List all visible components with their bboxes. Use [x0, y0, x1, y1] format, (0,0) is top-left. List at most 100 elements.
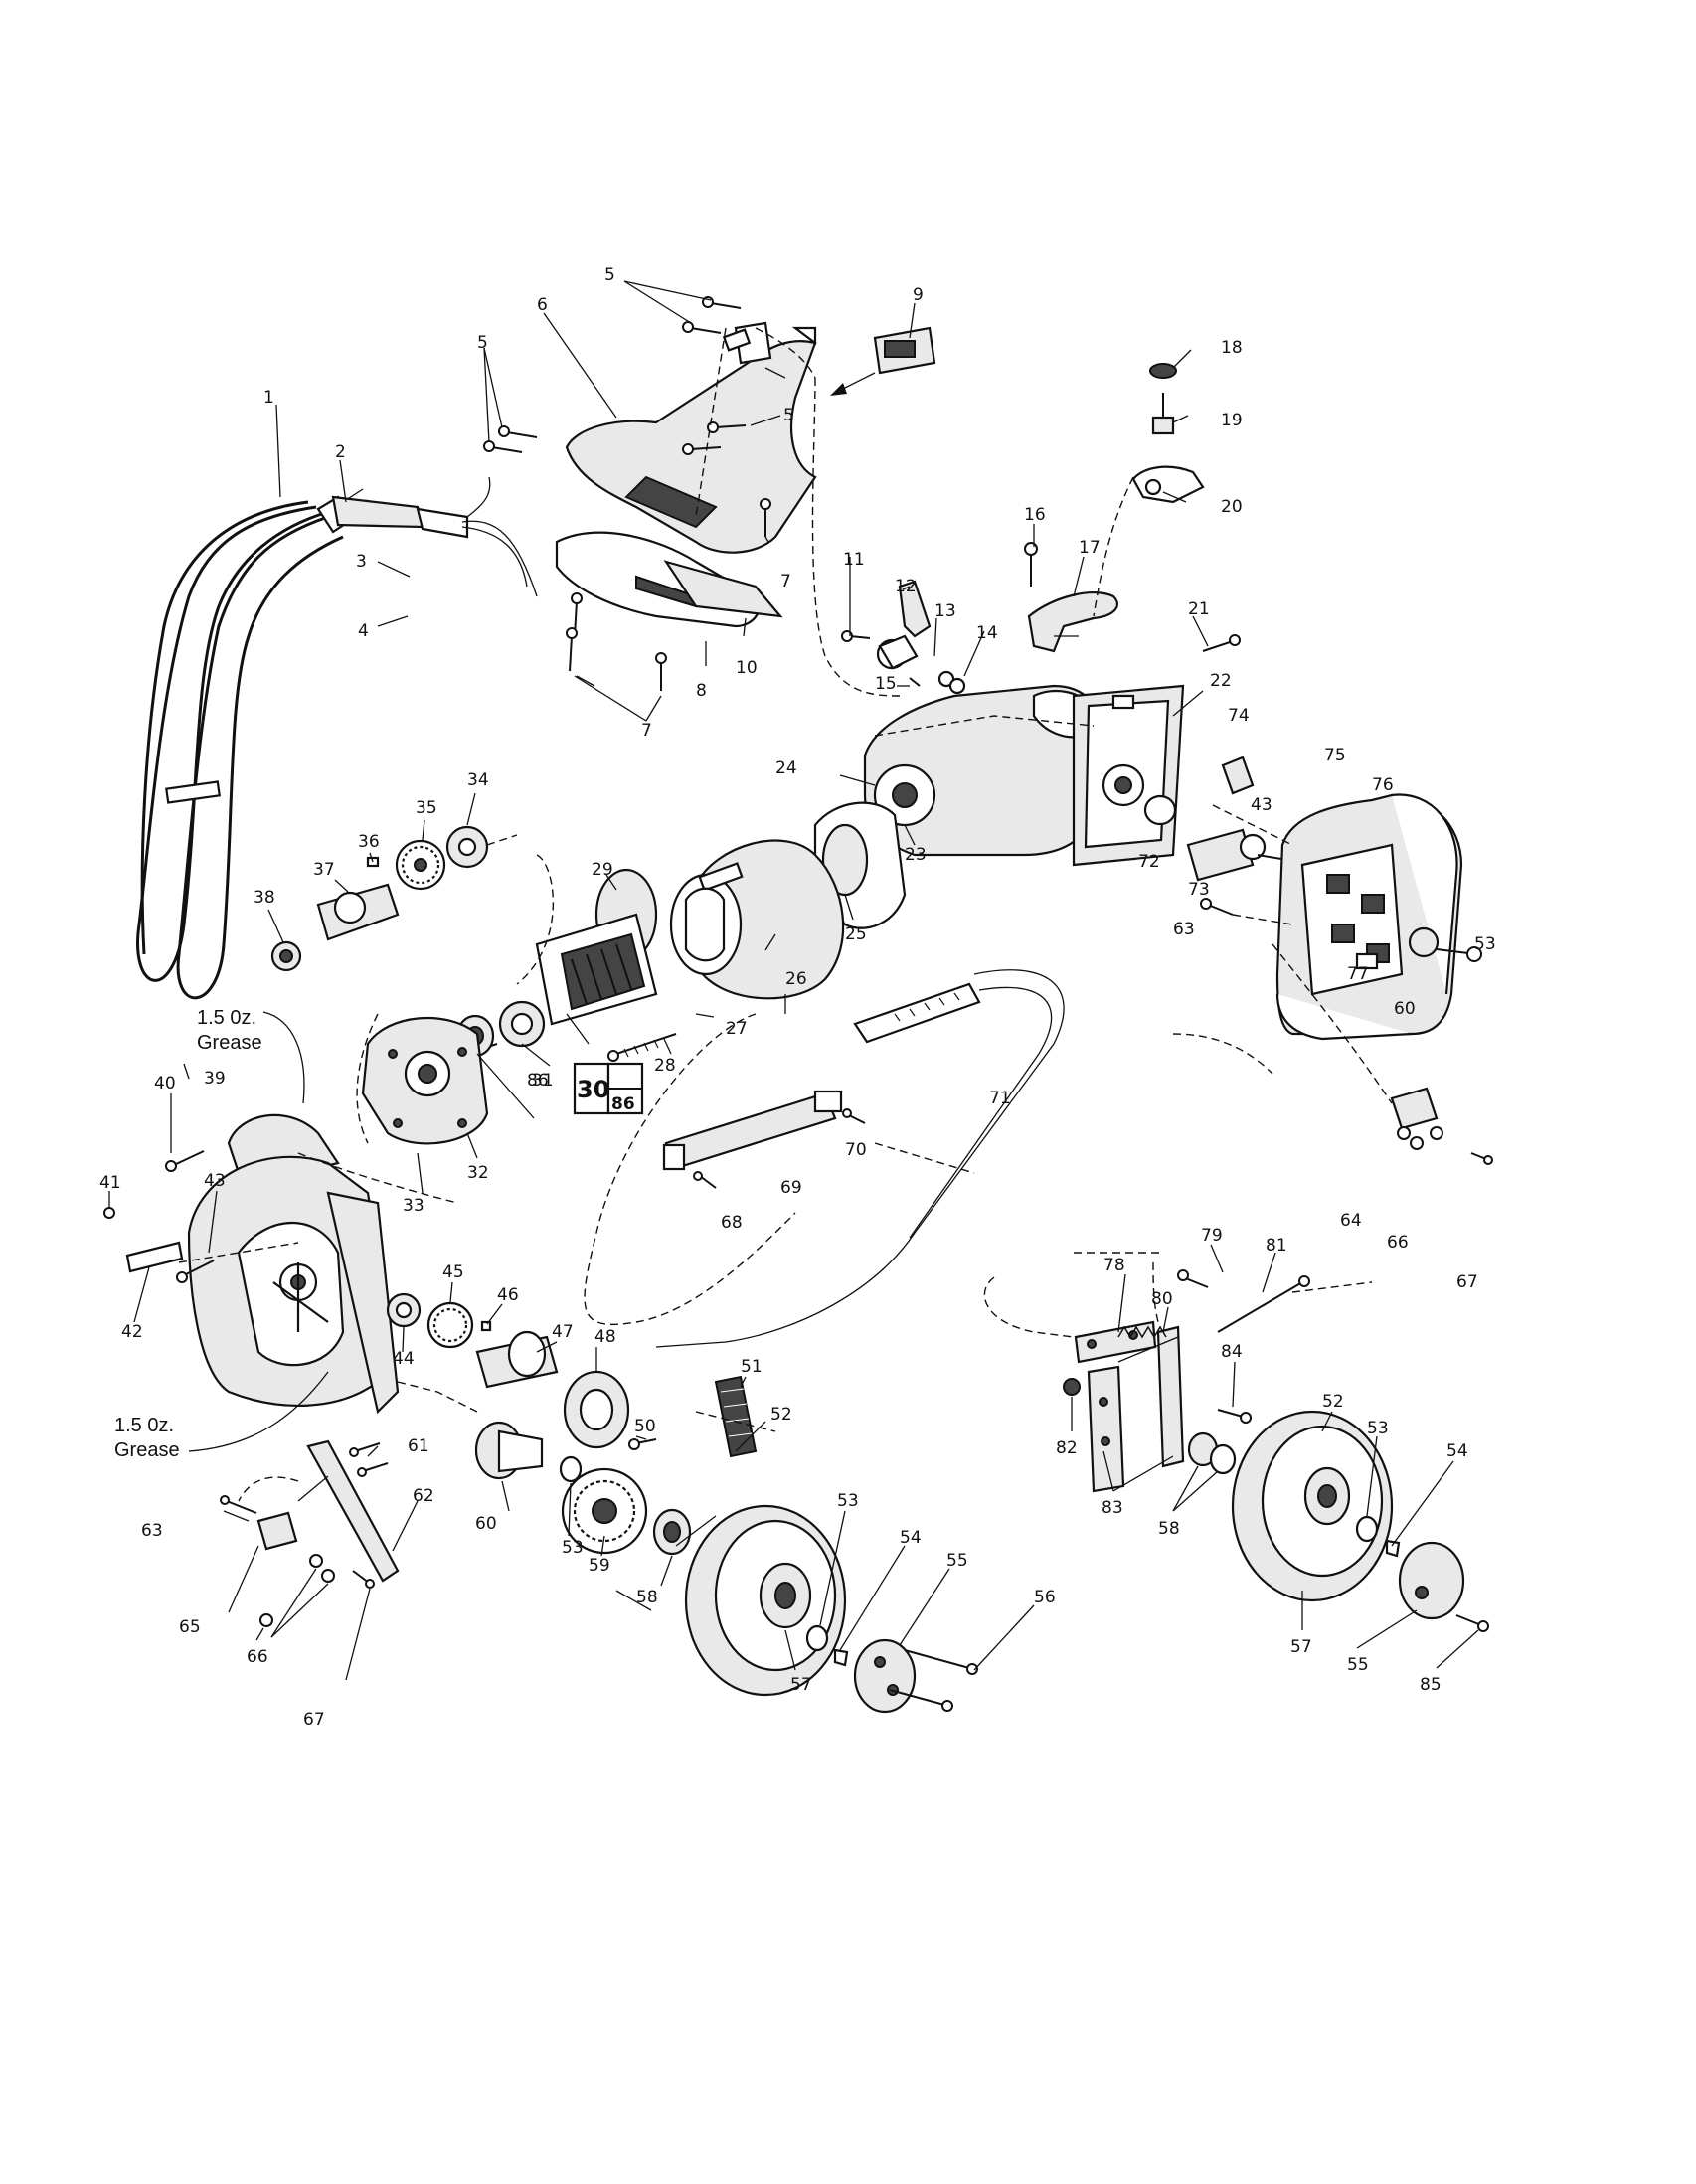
label-19: 19	[1221, 411, 1243, 430]
label-31: 31	[532, 1071, 554, 1091]
drive-gear-train	[386, 1292, 758, 1458]
bearing-plate	[361, 1014, 495, 1145]
label-46: 46	[497, 1285, 519, 1305]
label-65: 65	[179, 1617, 201, 1637]
boxed-label-top: 30	[577, 1076, 609, 1103]
label-10: 10	[736, 658, 758, 678]
handle-screws	[483, 296, 771, 691]
label-54-left: 54	[900, 1528, 922, 1548]
direction-arrow	[830, 372, 876, 396]
label-53-mid: 53	[837, 1491, 859, 1511]
label-13: 13	[934, 601, 956, 621]
label-4: 4	[358, 621, 369, 641]
power-cord	[136, 476, 538, 1000]
label-64: 64	[1340, 1211, 1362, 1231]
label-53-right-top: 53	[1474, 934, 1496, 954]
label-63-left: 63	[141, 1521, 163, 1541]
label-5-right: 5	[783, 406, 794, 425]
label-59: 59	[589, 1556, 610, 1576]
label-21: 21	[1188, 599, 1210, 619]
label-34: 34	[467, 770, 489, 790]
label-82: 82	[1056, 1438, 1078, 1458]
label-29: 29	[592, 860, 613, 880]
label-23: 23	[905, 845, 927, 865]
label-83: 83	[1102, 1498, 1123, 1518]
label-6: 6	[537, 295, 548, 315]
label-43-right: 43	[1251, 795, 1272, 815]
label-38: 38	[254, 888, 275, 908]
label-78: 78	[1103, 1256, 1125, 1275]
label-40: 40	[154, 1074, 176, 1093]
label-17: 17	[1079, 538, 1101, 558]
label-55-right: 55	[1347, 1655, 1369, 1675]
label-28: 28	[654, 1056, 676, 1076]
blade-and-guide	[584, 969, 1065, 1348]
grease-note-bottom-label: Grease	[114, 1439, 180, 1461]
label-58-left: 58	[636, 1588, 658, 1607]
label-85: 85	[1420, 1675, 1442, 1695]
gear-case-housing	[863, 684, 1185, 867]
label-58-right: 58	[1158, 1519, 1180, 1539]
label-66-right: 66	[1387, 1233, 1409, 1253]
label-32: 32	[467, 1163, 489, 1183]
label-52-left: 52	[770, 1405, 792, 1425]
label-60-left: 60	[475, 1514, 497, 1534]
label-55-left: 55	[946, 1551, 968, 1571]
label-68: 68	[721, 1213, 743, 1233]
right-housing	[1143, 756, 1482, 1041]
label-57-right: 57	[1290, 1637, 1312, 1657]
label-48: 48	[594, 1327, 616, 1347]
label-11: 11	[843, 550, 865, 570]
label-27: 27	[726, 1019, 748, 1039]
label-67-left: 67	[303, 1710, 325, 1730]
label-45: 45	[442, 1262, 464, 1282]
label-52-right: 52	[1322, 1392, 1344, 1412]
armature-assembly	[466, 868, 677, 1062]
label-50: 50	[634, 1417, 656, 1436]
label-51: 51	[741, 1357, 763, 1377]
label-14: 14	[976, 623, 998, 643]
label-71: 71	[989, 1089, 1011, 1108]
label-leader-lines	[108, 280, 1479, 1681]
label-80: 80	[1151, 1289, 1173, 1309]
label-62: 62	[413, 1486, 434, 1506]
label-37: 37	[313, 860, 335, 880]
switch-lever-parts	[841, 363, 1241, 695]
label-43-left: 43	[204, 1171, 226, 1191]
label-76: 76	[1372, 775, 1394, 795]
left-guide-arm	[220, 1439, 400, 1627]
label-84: 84	[1221, 1342, 1243, 1362]
spindle-gears	[270, 825, 489, 972]
label-69: 69	[780, 1178, 802, 1198]
label-47: 47	[552, 1322, 574, 1342]
label-39: 39	[204, 1069, 226, 1089]
label-5-top: 5	[604, 265, 615, 285]
label-24: 24	[775, 758, 797, 778]
label-72: 72	[1138, 852, 1160, 872]
label-66-left: 66	[247, 1647, 268, 1667]
label-79: 79	[1201, 1226, 1223, 1246]
label-77: 77	[1347, 964, 1369, 984]
label-3: 3	[356, 552, 367, 572]
label-7-bottom: 7	[641, 721, 652, 741]
label-42: 42	[121, 1322, 143, 1342]
grease-notes: 1.5 0z. Grease 1.5 0z. Grease	[114, 1007, 329, 1461]
label-15: 15	[875, 674, 897, 694]
label-9: 9	[913, 285, 924, 305]
label-60-right: 60	[1394, 999, 1416, 1019]
label-2: 2	[335, 442, 346, 462]
grease-note-top-amount: 1.5 0z.	[197, 1007, 256, 1029]
label-74: 74	[1228, 706, 1250, 726]
handle-assembly	[555, 321, 936, 628]
label-36: 36	[358, 832, 380, 852]
assembly-path-lines	[178, 327, 1373, 1432]
label-33: 33	[403, 1196, 424, 1216]
label-22: 22	[1210, 671, 1232, 691]
label-81: 81	[1266, 1236, 1287, 1256]
right-wheel-assembly	[983, 1261, 1489, 1632]
label-73: 73	[1188, 880, 1210, 900]
part-number-labels: 1 2 3 4 5 6 5 5 7 8 9 10 7 11 12 13 14 1…	[99, 265, 1496, 1730]
label-56: 56	[1034, 1588, 1056, 1607]
label-86: 86	[527, 1071, 549, 1091]
